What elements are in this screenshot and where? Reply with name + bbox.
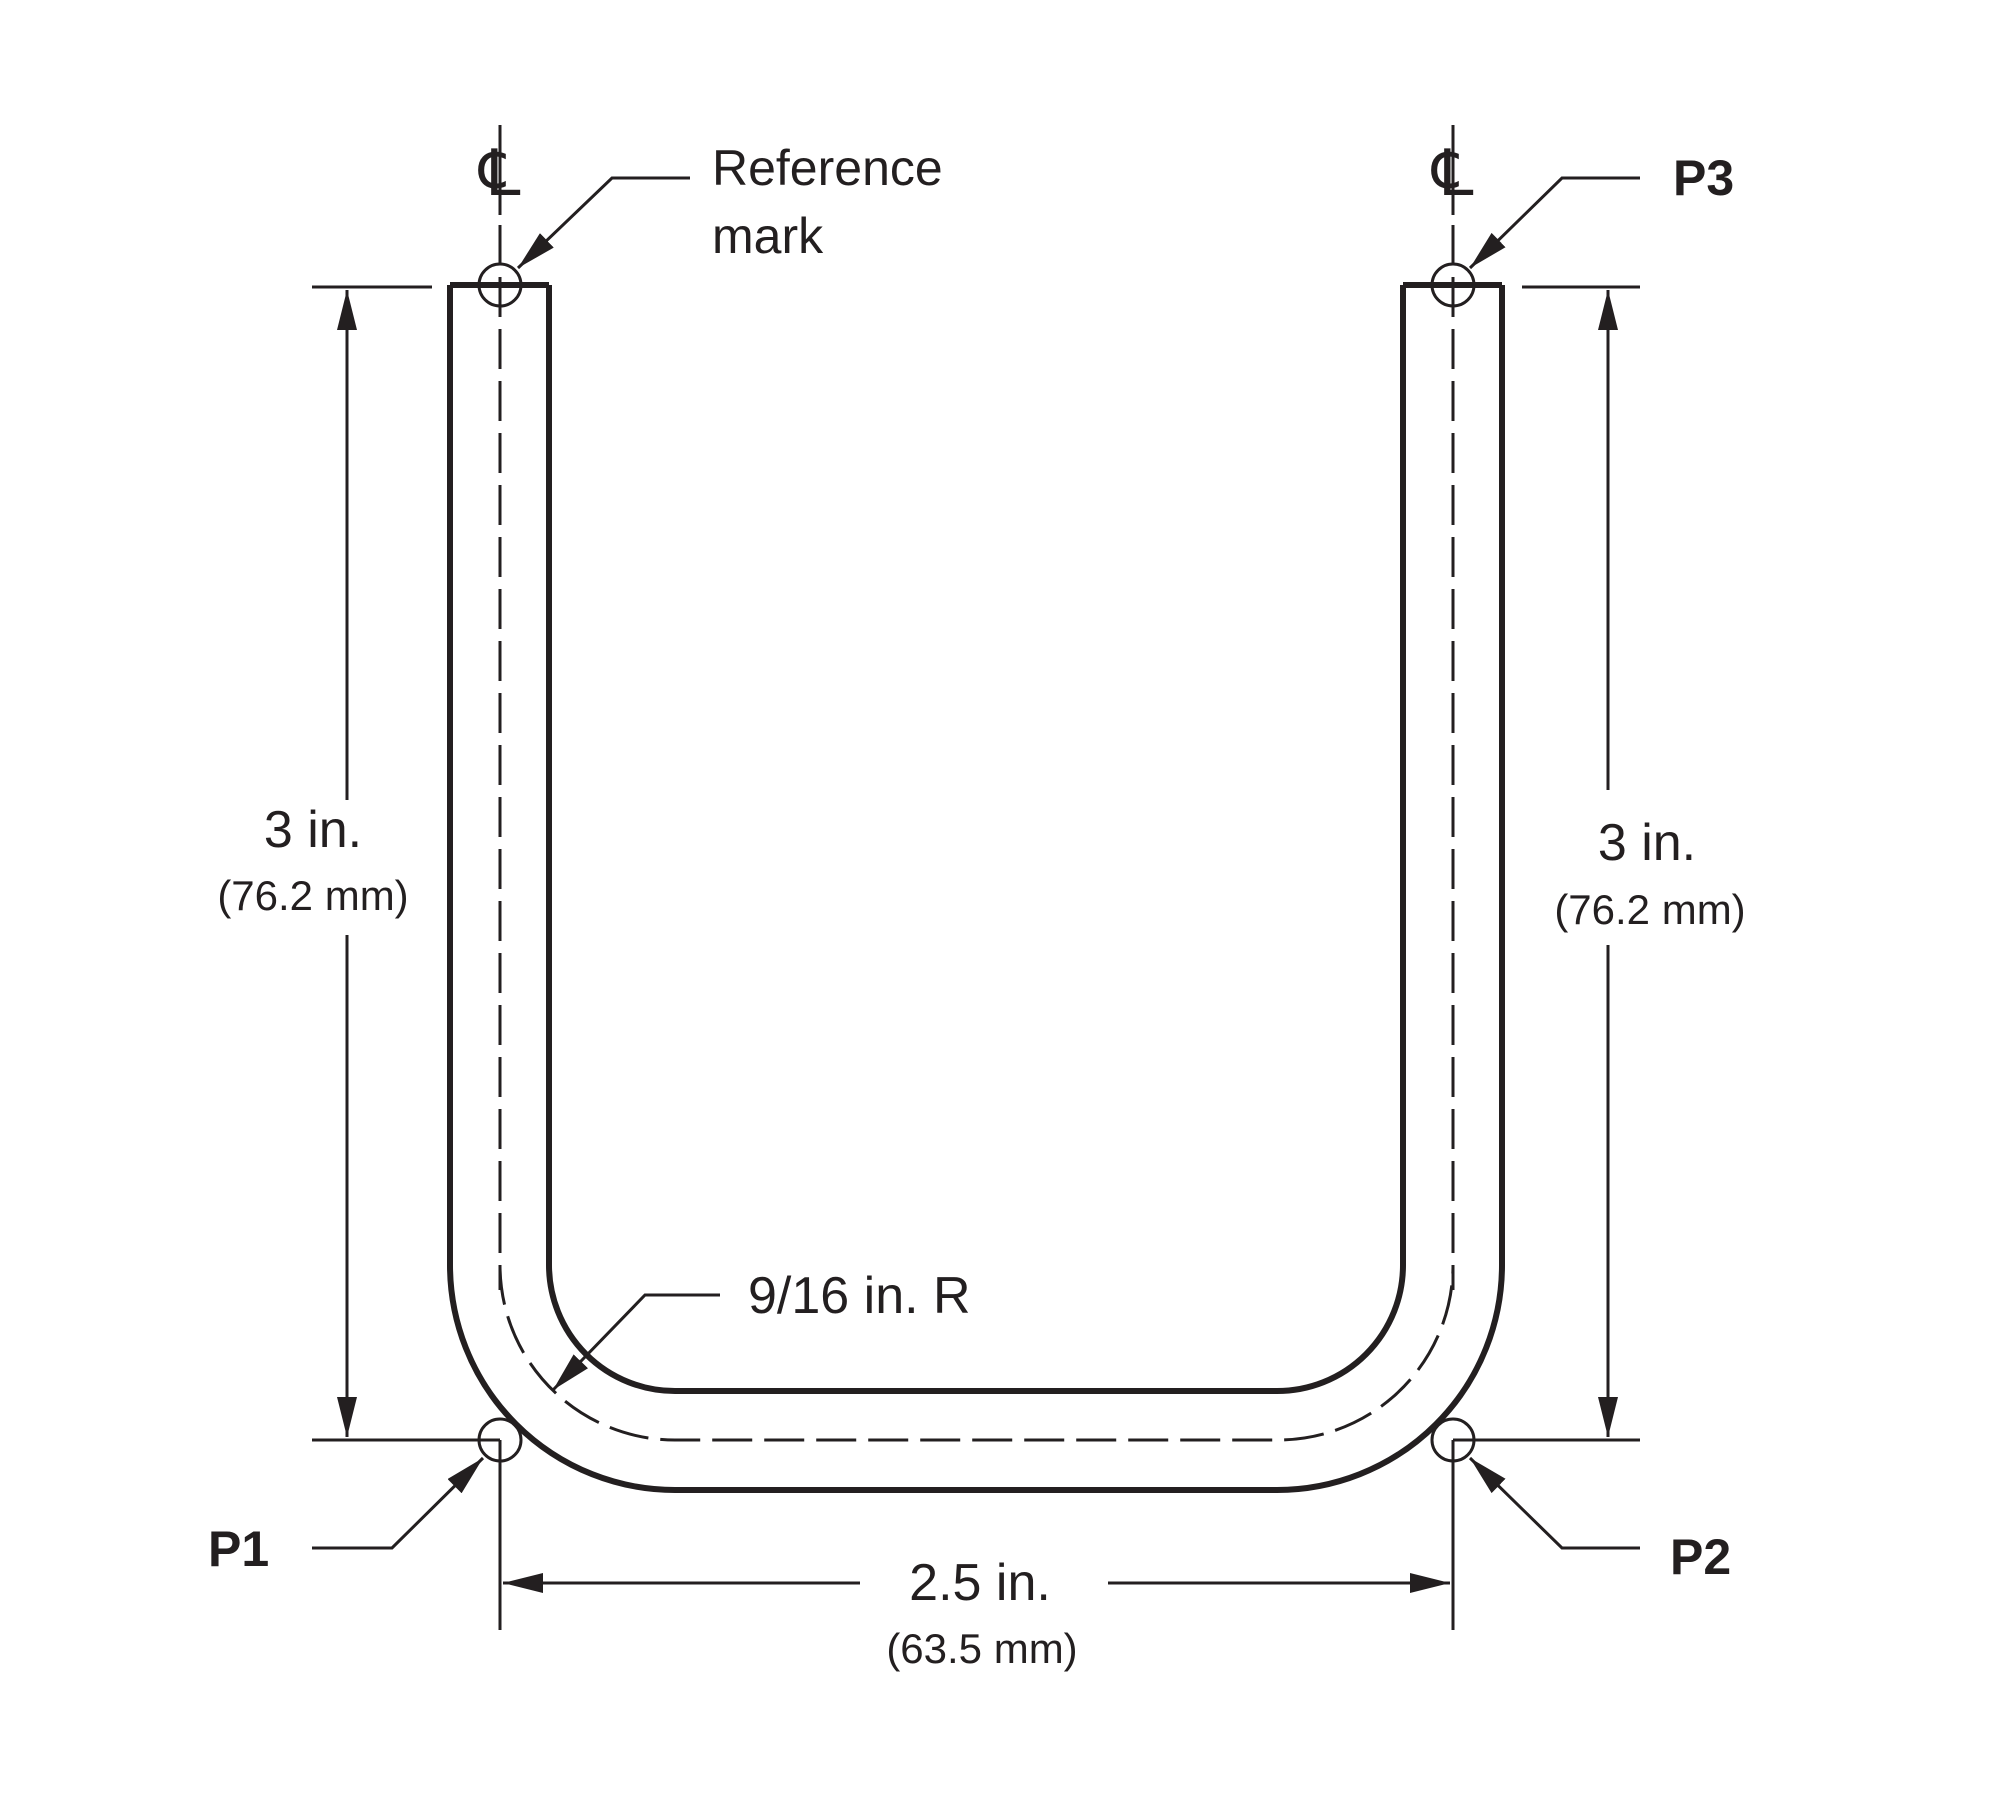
- centerline-ticks: [498, 125, 1455, 215]
- right-centerline-icon: ℄: [1430, 137, 1473, 211]
- dimension-lines: [337, 290, 1618, 1593]
- p2-label: P2: [1670, 1529, 1731, 1585]
- p2-circle: [1430, 1417, 1476, 1463]
- left-height-primary: 3 in.: [264, 801, 362, 859]
- right-height-primary: 3 in.: [1598, 814, 1696, 872]
- leader-lines: [312, 176, 1640, 1550]
- p3-label: P3: [1673, 150, 1734, 206]
- p3-leader: [1468, 176, 1640, 270]
- radius-label: 9/16 in. R: [748, 1267, 971, 1325]
- p2-leader: [1468, 1456, 1640, 1550]
- labels: Reference mark P3 P1 P2 9/16 in. R 3 in.…: [208, 140, 1746, 1672]
- p1-label: P1: [208, 1521, 269, 1577]
- reference-mark-label-line2: mark: [712, 208, 824, 264]
- reference-points: [477, 262, 1476, 1463]
- width-primary: 2.5 in.: [909, 1554, 1051, 1612]
- right-height-secondary: (76.2 mm): [1554, 886, 1745, 933]
- reference-mark-circle: [477, 262, 523, 308]
- bend-centerline: [498, 1264, 1455, 1442]
- p1-circle: [477, 1417, 523, 1463]
- extension-lines: [312, 285, 1640, 1630]
- left-height-secondary: (76.2 mm): [217, 872, 408, 919]
- reference-mark-label-line1: Reference: [712, 140, 943, 196]
- tube-outer-wall: [447, 285, 1505, 1493]
- tube-centerline: [498, 225, 1455, 1442]
- reference-mark-leader: [516, 176, 690, 270]
- p1-leader: [312, 1456, 485, 1550]
- radius-leader: [551, 1293, 720, 1392]
- p3-circle: [1430, 262, 1476, 308]
- u-tube-outline: [447, 282, 1505, 1493]
- tube-inner-wall: [546, 285, 1406, 1394]
- left-centerline-icon: ℄: [477, 137, 520, 211]
- width-secondary: (63.5 mm): [886, 1625, 1077, 1672]
